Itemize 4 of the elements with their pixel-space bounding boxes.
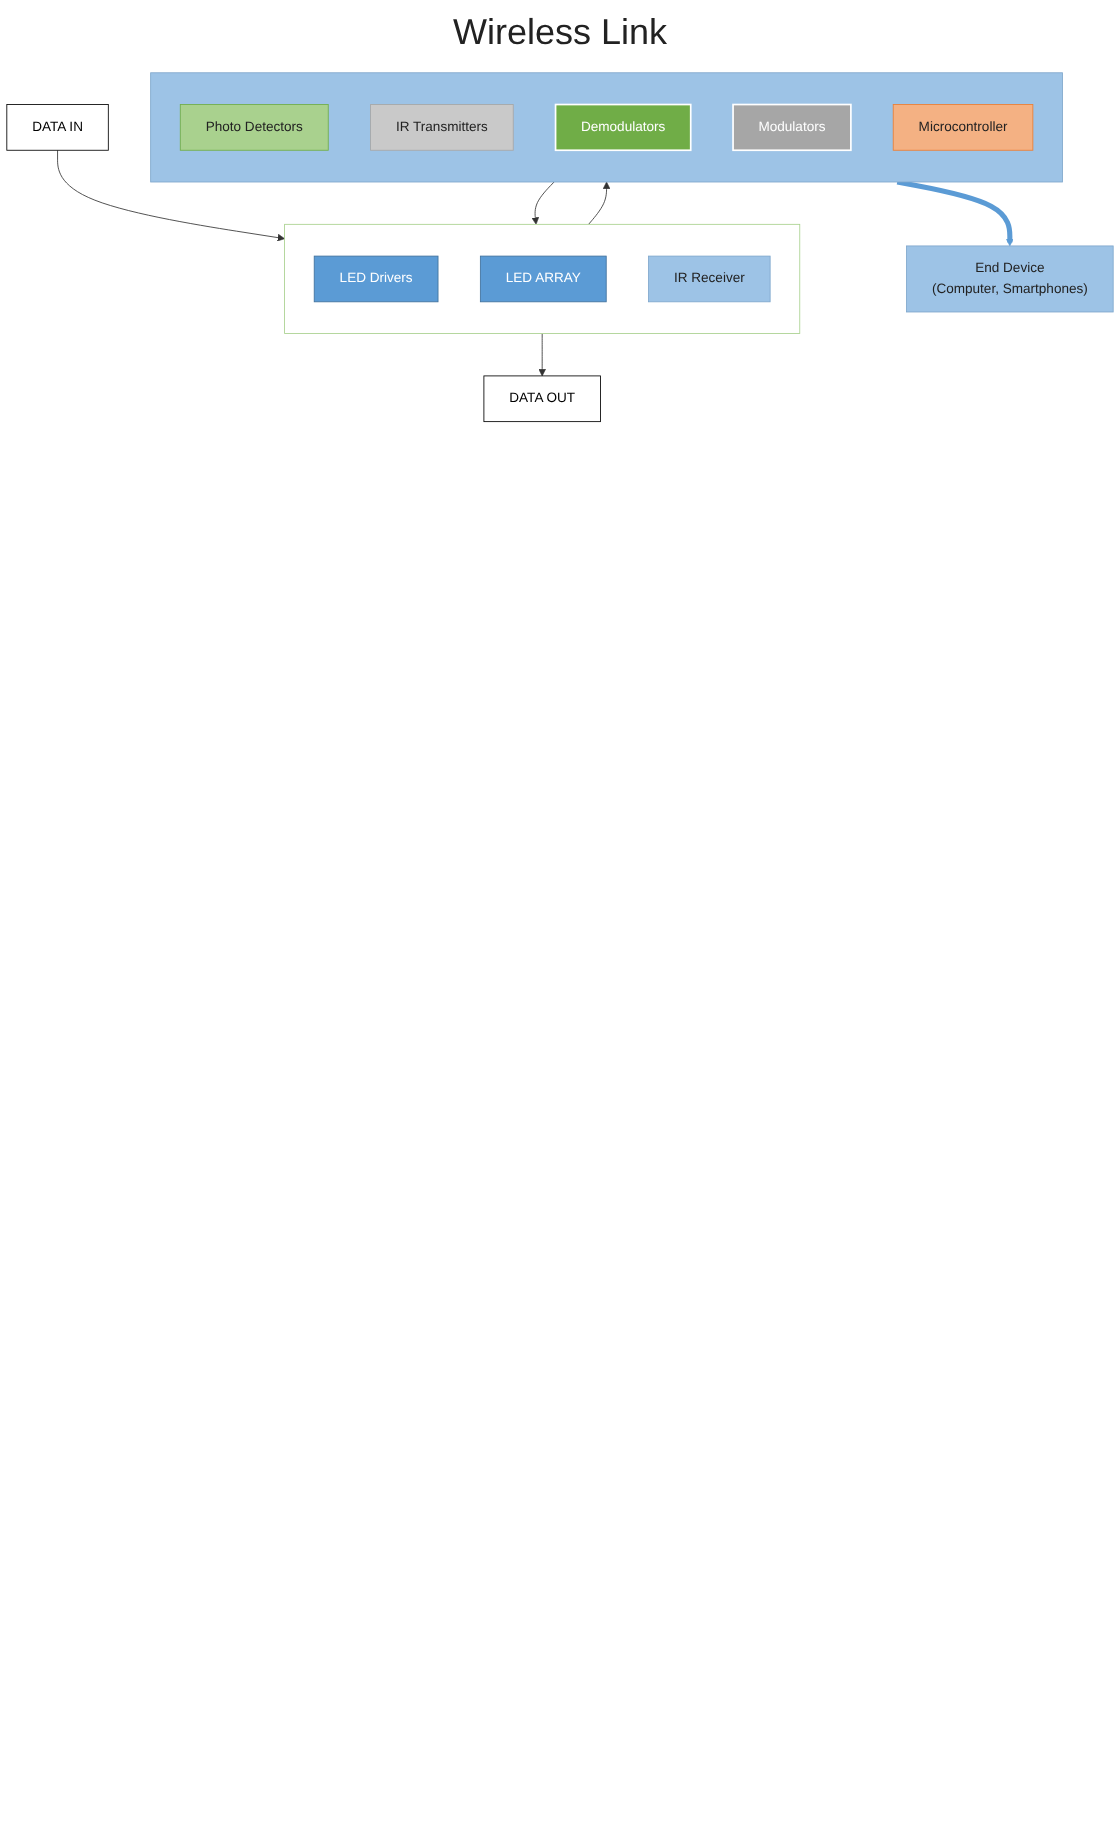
wireless-link-label: Wireless Link xyxy=(452,12,668,54)
cluster xyxy=(284,223,801,334)
arrow xyxy=(896,179,1014,247)
cluster xyxy=(150,72,1063,183)
